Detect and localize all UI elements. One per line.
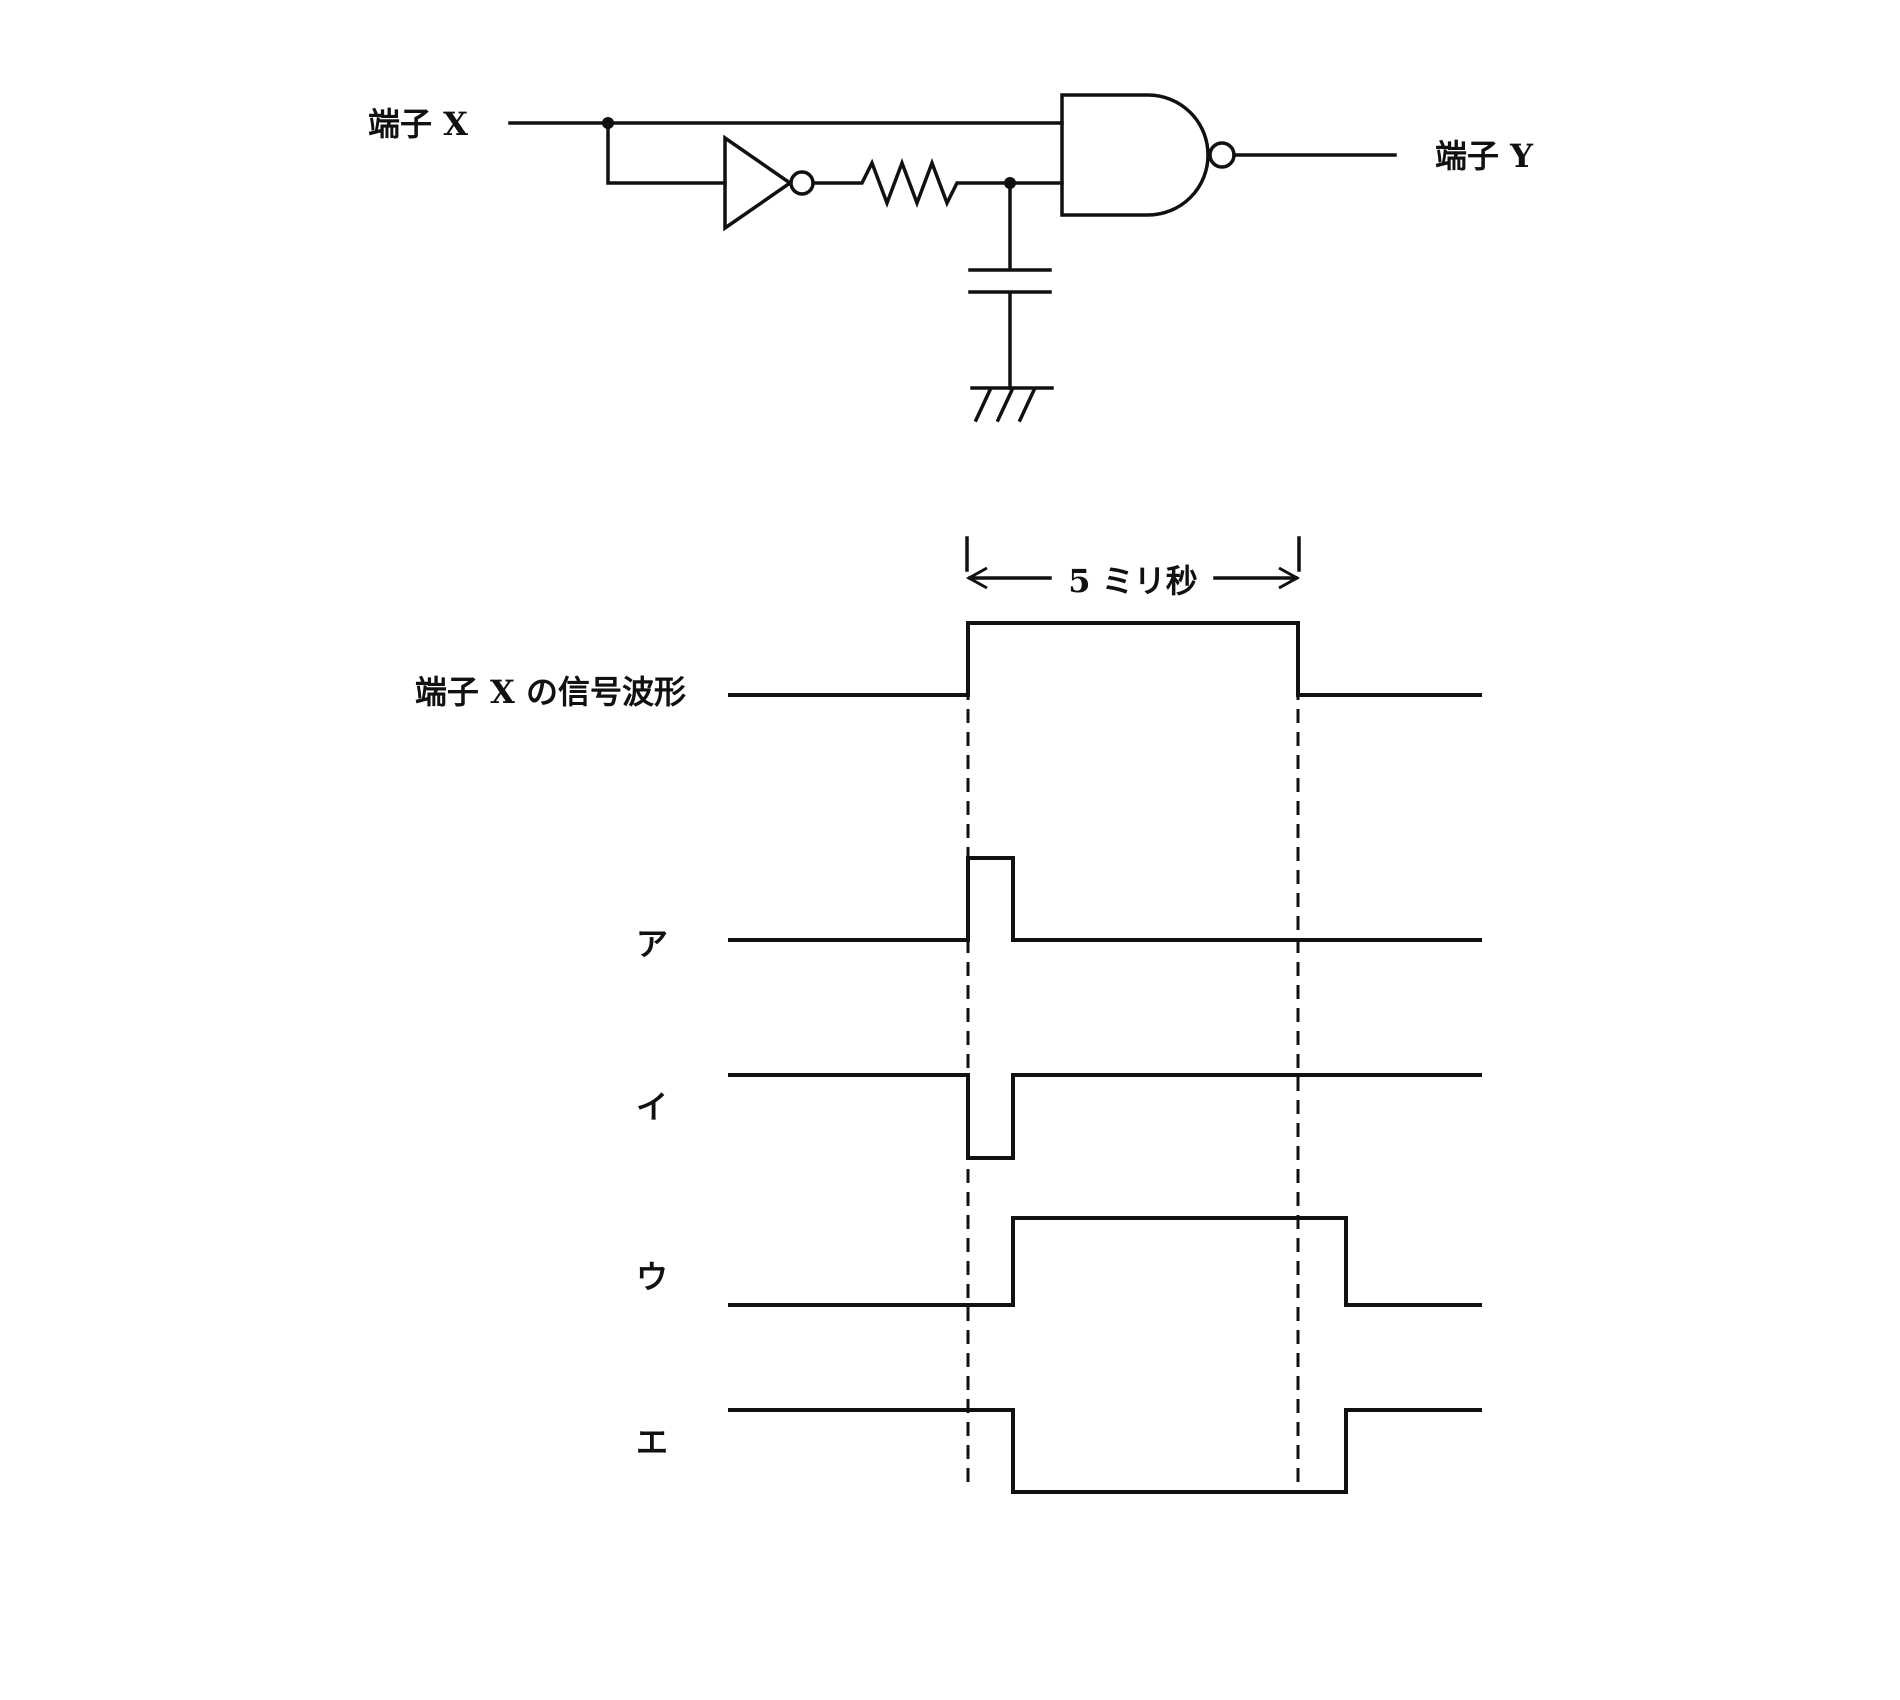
terminal-x-label: 端子 X <box>368 105 468 143</box>
nand-output-bubble <box>1208 141 1236 169</box>
dimension-arrow-left-icon <box>965 566 988 590</box>
resistor-symbol <box>811 158 1064 208</box>
option-waveform-a <box>728 856 1482 942</box>
input-waveform-label: 端子 X の信号波形 <box>415 673 686 711</box>
inverter-bubble <box>789 170 815 196</box>
option-label-i: イ <box>636 1088 668 1126</box>
circuit-diagram: 端子 X 端子 Y <box>368 93 1534 423</box>
option-waveform-e <box>728 1408 1482 1494</box>
option-label-u: ウ <box>636 1258 668 1296</box>
terminal-y-label: 端子 Y <box>1435 137 1534 175</box>
option-waveform-u <box>728 1216 1482 1307</box>
timing-diagram: 5 ミリ秒 端子 X の信号波形 ア イ ウ エ <box>415 536 1482 1494</box>
option-label-e: エ <box>636 1423 668 1461</box>
nand-gate-symbol <box>1060 93 1210 217</box>
dimension-arrow-right-icon <box>1278 566 1301 590</box>
ground-icon <box>970 386 1054 423</box>
inverter-symbol <box>723 134 794 232</box>
pulse-width-label: 5 ミリ秒 <box>1068 562 1197 600</box>
branch-wire <box>606 121 727 185</box>
option-waveform-i <box>728 1073 1482 1160</box>
option-label-a: ア <box>636 925 668 963</box>
input-waveform <box>728 621 1482 697</box>
